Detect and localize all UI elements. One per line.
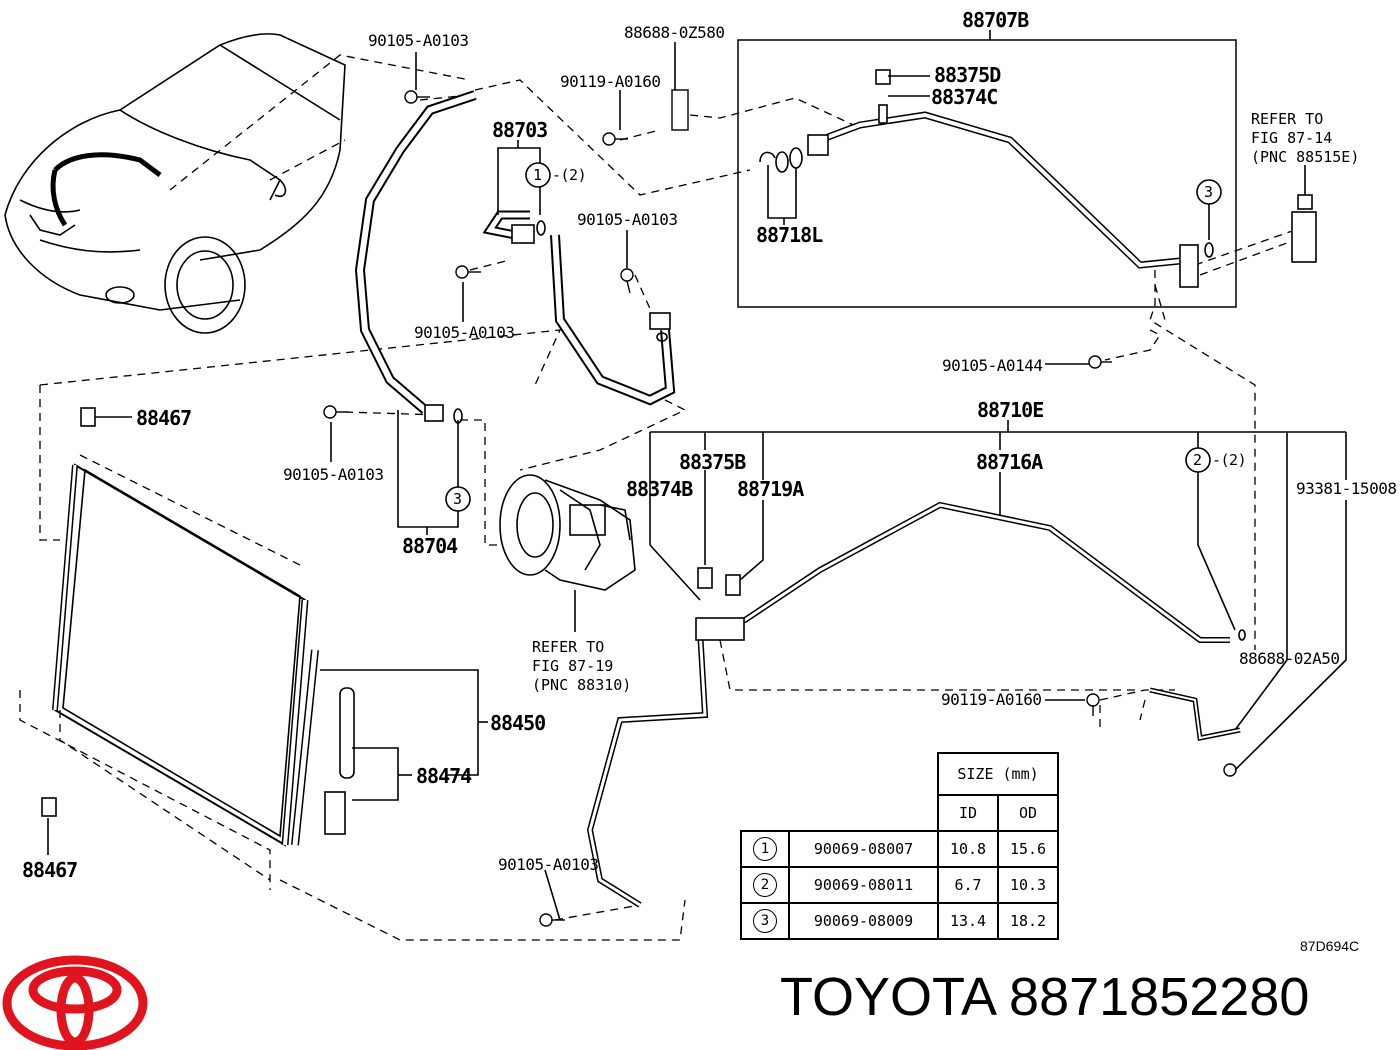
row-id: 6.7: [937, 866, 999, 904]
circle-mark-1: 1: [533, 166, 542, 184]
row-part: 90069-08011: [788, 866, 939, 904]
table-row: 2 90069-08011 6.7 10.3: [740, 866, 1059, 904]
part-label-88467-top: 88467: [136, 406, 192, 430]
part-label-88718L: 88718L: [756, 223, 823, 247]
circle-mark-3-left: 3: [453, 490, 462, 508]
row-od: 10.3: [997, 866, 1059, 904]
part-label-90105-A0144: 90105-A0144: [942, 356, 1043, 375]
part-label-88374C: 88374C: [931, 85, 998, 109]
part-label-93381: 93381-15008: [1296, 479, 1397, 498]
row-mark: 2: [753, 873, 777, 897]
part-label-88688-0Z580: 88688-0Z580: [624, 23, 725, 42]
row-part: 90069-08009: [788, 902, 939, 940]
circle-mark-3-top: 3: [1204, 183, 1213, 201]
size-table-blank: [789, 795, 938, 831]
row-mark-cell: 1: [740, 830, 790, 868]
part-label-90105-e: 90105-A0103: [498, 855, 599, 874]
part-label-88450: 88450: [490, 711, 546, 735]
row-mark-cell: 2: [740, 866, 790, 904]
part-label-88716A: 88716A: [976, 450, 1043, 474]
row-od: 18.2: [997, 902, 1059, 940]
part-label-88467-bottom: 88467: [22, 858, 78, 882]
table-row: 1 90069-08007 10.8 15.6: [740, 830, 1059, 868]
size-table-blank: [789, 753, 938, 795]
toyota-logo: [2, 955, 148, 1050]
size-table-header: SIZE (mm): [937, 752, 1059, 796]
part-label-90105-a: 90105-A0103: [368, 31, 469, 50]
row-od: 15.6: [997, 830, 1059, 868]
part-label-88719A: 88719A: [737, 477, 804, 501]
part-label-90105-c: 90105-A0103: [414, 323, 515, 342]
part-label-88710E: 88710E: [977, 398, 1044, 422]
row-part: 90069-08007: [788, 830, 939, 868]
circle-note-1: -(2): [552, 166, 587, 184]
row-mark-cell: 3: [740, 902, 790, 940]
row-mark: 1: [753, 837, 777, 861]
row-id: 13.4: [937, 902, 999, 940]
refer-note-fig-87-19: REFER TO FIG 87-19 (PNC 88310): [532, 638, 632, 694]
part-label-88688-02A50: 88688-02A50: [1239, 649, 1340, 668]
circle-note-2: -(2): [1212, 451, 1247, 469]
size-table: SIZE (mm) ID OD 1 90069-08007 10.8 15.6 …: [740, 752, 1059, 940]
size-table-col-od: OD: [997, 794, 1059, 832]
circle-mark-2: 2: [1193, 451, 1202, 469]
part-label-88704: 88704: [402, 534, 458, 558]
part-label-88707B: 88707B: [962, 8, 1029, 32]
car-illustration: [4, 33, 346, 334]
part-label-88703: 88703: [492, 118, 548, 142]
brand-part-number: TOYOTA 8871852280: [780, 967, 1310, 1027]
refer-note-fig-87-14: REFER TO FIG 87-14 (PNC 88515E): [1251, 110, 1360, 166]
size-table-col-id: ID: [937, 794, 999, 832]
size-table-blank: [741, 753, 789, 795]
row-id: 10.8: [937, 830, 999, 868]
figure-code: 87D694C: [1300, 938, 1360, 954]
part-label-88375D: 88375D: [934, 63, 1001, 87]
part-label-90119-top: 90119-A0160: [560, 72, 661, 91]
part-label-88375B: 88375B: [679, 450, 746, 474]
part-label-90105-d: 90105-A0103: [283, 465, 384, 484]
part-label-88374B: 88374B: [626, 477, 693, 501]
part-label-90119-mid: 90119-A0160: [941, 690, 1042, 709]
table-row: 3 90069-08009 13.4 18.2: [740, 902, 1059, 940]
part-label-90105-b: 90105-A0103: [577, 210, 678, 229]
compressor-illustration: [499, 474, 636, 632]
part-label-88474: 88474: [416, 764, 472, 788]
row-mark: 3: [753, 909, 777, 933]
size-table-blank: [741, 795, 789, 831]
